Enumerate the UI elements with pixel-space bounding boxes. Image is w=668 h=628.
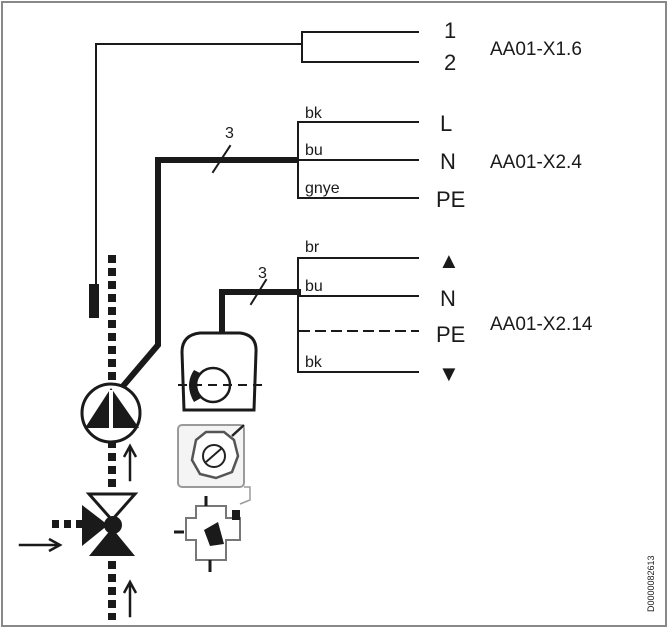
terminal-fork-x2-14 (297, 257, 419, 373)
actuator-mount-detail (177, 424, 251, 505)
terminal-x2-4-l: L (440, 111, 452, 136)
flow-arrow-right-icon (18, 537, 63, 553)
terminal-x2-14-close: ▼ (438, 361, 460, 386)
block-label-x1-6: AA01-X1.6 (490, 39, 582, 60)
cable-count-pump: 3 (225, 125, 234, 142)
group-x1-6: 1 2 AA01-X1.6 (95, 18, 582, 291)
wire-color-br: br (305, 239, 320, 256)
valve-stem (104, 516, 122, 534)
temperature-sensor (89, 284, 99, 318)
group-x2-14: 3 br bu bk ▲ N PE ▼ AA01-X2.14 (219, 239, 593, 386)
terminal-x2-14-open: ▲ (438, 248, 460, 273)
wire-color-gnye: gnye (305, 180, 340, 197)
valve-actuator (178, 331, 266, 412)
flow-arrow-up-icon (122, 443, 138, 482)
terminal-x1-6-1: 1 (444, 18, 456, 43)
terminal-x2-4-n: N (440, 149, 456, 174)
three-way-valve (82, 492, 139, 556)
terminal-x2-14-pe: PE (436, 322, 465, 347)
block-label-x2-14: AA01-X2.14 (490, 314, 593, 335)
terminal-x1-6-2: 2 (444, 50, 456, 75)
flow-arrow-up-lower-icon (122, 579, 138, 618)
terminal-x2-4-pe: PE (436, 187, 465, 212)
wire-color-bk: bk (305, 105, 323, 122)
valve-body-detail (174, 496, 241, 572)
block-label-x2-4: AA01-X2.4 (490, 152, 582, 173)
wire-color-bu: bu (305, 142, 323, 159)
wire-color-bk-2: bk (305, 354, 323, 371)
terminal-fork-x1-6 (301, 31, 419, 63)
pump-cable (113, 157, 299, 397)
wire-color-bu-2: bu (305, 278, 323, 295)
valve-left-triangle-icon (82, 505, 108, 546)
cable-count-actuator: 3 (258, 265, 267, 282)
valve-bottom-triangle-icon (89, 528, 135, 556)
sensor-wire (95, 43, 303, 291)
terminal-x2-14-n: N (440, 286, 456, 311)
actuator-cable (219, 289, 301, 341)
document-number: D0000082613 (646, 555, 656, 612)
group-x2-4: 3 bk bu gnye L N PE AA01-X2.4 (113, 105, 582, 397)
valve-body-plug-icon (204, 522, 224, 546)
cable-count-tick-actuator (249, 278, 268, 306)
cable-count-tick-pump (211, 144, 232, 174)
circulation-pump (80, 382, 142, 444)
valve-top-triangle-icon (85, 492, 139, 523)
